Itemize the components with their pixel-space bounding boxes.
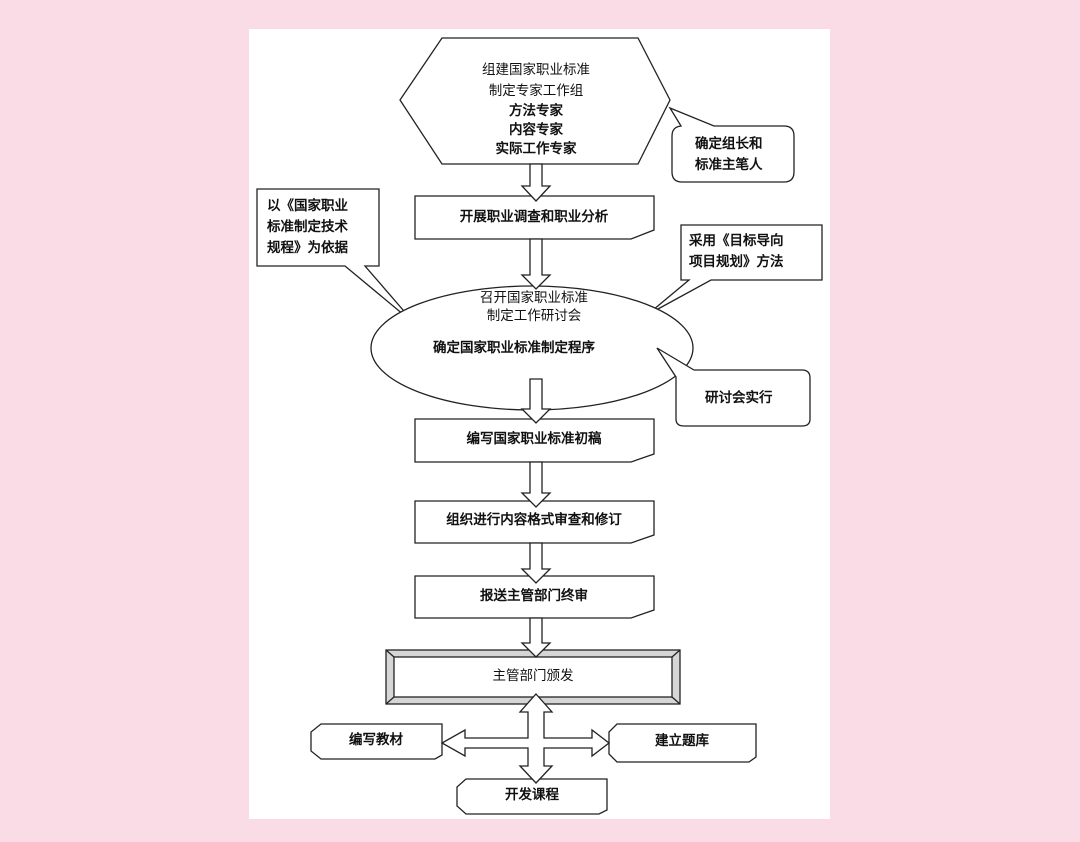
review-step: 组织进行内容格式审查和修订 — [446, 512, 622, 528]
seminar-line3: 确定国家职业标准制定程序 — [433, 340, 595, 356]
arrow-down-3 — [520, 378, 552, 424]
question-bank-step: 建立题库 — [655, 733, 709, 749]
seminar-line2: 制定工作研讨会 — [486, 308, 582, 324]
hexagon-line3: 方法专家 — [509, 103, 563, 119]
textbook-step: 编写教材 — [349, 732, 403, 748]
submit-step-shape — [414, 575, 655, 619]
survey-step: 开展职业调查和职业分析 — [459, 209, 609, 225]
hexagon-line1: 组建国家职业标准 — [482, 62, 590, 78]
survey-step-shape — [414, 195, 655, 240]
callout-basis-shape — [256, 188, 417, 326]
question-bank-box-shape — [608, 723, 757, 763]
arrow-down-2 — [520, 238, 552, 290]
hexagon-shape — [399, 37, 671, 165]
callout-seminar-text: 研讨会实行 — [705, 390, 773, 406]
hexagon-line4: 内容专家 — [509, 122, 563, 138]
review-step-shape — [414, 500, 655, 544]
callout-method-text: 采用《目标导向 项目规划》方法 — [689, 233, 784, 270]
arrow-down-5 — [520, 542, 552, 584]
flowchart — [256, 37, 823, 815]
bottom-cross-arrow — [440, 693, 611, 784]
hexagon-line5: 实际工作专家 — [495, 141, 577, 157]
callout-method-shape — [646, 224, 823, 316]
textbook-box-shape — [310, 723, 443, 760]
arrow-down-1 — [520, 163, 552, 202]
submit-step: 报送主管部门终审 — [480, 588, 588, 604]
arrow-down-6 — [520, 617, 552, 658]
draft-step-shape — [414, 418, 655, 463]
callout-seminar-shape — [656, 347, 811, 427]
course-box-shape — [456, 778, 608, 815]
diagram-canvas: 组建国家职业标准 制定专家工作组 方法专家 内容专家 实际工作专家 确定组长和 … — [249, 29, 830, 819]
callout-leader-shape — [668, 106, 795, 183]
arrow-down-4 — [520, 461, 552, 508]
hexagon-line2: 制定专家工作组 — [488, 83, 584, 99]
course-step: 开发课程 — [505, 787, 559, 803]
callout-leader-text: 确定组长和 标准主笔人 — [695, 136, 763, 173]
callout-basis-text: 以《国家职业 标准制定技术 规程》为依据 — [267, 198, 348, 256]
publish-step: 主管部门颁发 — [492, 668, 574, 684]
draft-step: 编写国家职业标准初稿 — [466, 431, 602, 447]
seminar-line1: 召开国家职业标准 — [480, 290, 588, 306]
